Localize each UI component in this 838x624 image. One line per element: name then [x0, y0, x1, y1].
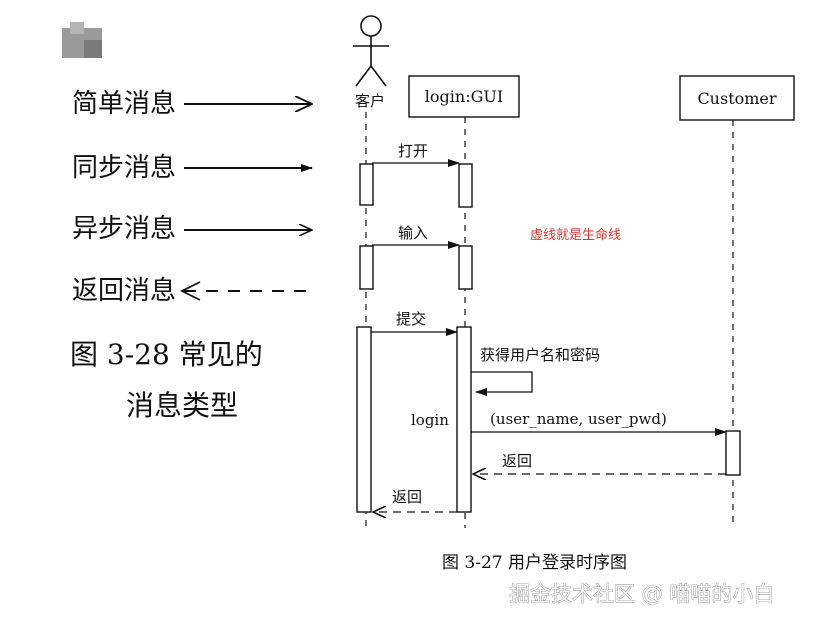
- customer-object-label: Customer: [697, 89, 776, 108]
- actor-label: 客户: [355, 92, 385, 110]
- message-return-customer-label: 返回: [502, 452, 532, 470]
- message-type-legend: 简单消息 同步消息 异步消息 返回消息 图 3-28 常见的 消息类型: [70, 89, 313, 422]
- message-get-credentials-label: 获得用户名和密码: [480, 346, 600, 364]
- legend-figure-subtitle: 消息类型: [126, 389, 238, 422]
- message-login-label: login: [411, 411, 449, 429]
- blurred-mark-icon: [62, 22, 102, 58]
- actor-activation-3: [356, 326, 372, 513]
- gui-object-box: [408, 75, 520, 118]
- message-self-call-arrow: [471, 371, 533, 396]
- actor-activation-1: [359, 163, 374, 206]
- gui-activation-2: [458, 245, 473, 290]
- watermark-text: 掘金技术社区 @ 喵喵的小白: [509, 582, 774, 606]
- message-submit-label: 提交: [396, 310, 426, 328]
- gui-activation-1: [458, 163, 473, 208]
- legend-return-label: 返回消息: [72, 276, 176, 306]
- diagram-caption: 图 3-27 用户登录时序图: [442, 553, 627, 573]
- legend-sync-label: 同步消息: [72, 153, 176, 183]
- lifeline-annotation: 虚线就是生命线: [530, 227, 621, 243]
- legend-simple-label: 简单消息: [72, 89, 176, 119]
- message-return-actor-label: 返回: [392, 488, 422, 506]
- customer-activation: [725, 430, 741, 476]
- actor-customer-figure-icon: [353, 15, 389, 87]
- message-open-label: 打开: [398, 142, 428, 160]
- legend-return-arrowhead: [179, 281, 201, 301]
- legend-figure-title: 图 3-28 常见的: [70, 338, 263, 371]
- customer-object-box: [679, 75, 795, 121]
- legend-async-label: 异步消息: [72, 214, 176, 244]
- message-input-label: 输入: [398, 224, 428, 242]
- gui-activation-3: [456, 326, 472, 513]
- actor-activation-2: [359, 245, 374, 290]
- message-login-params-label: (user_name, user_pwd): [490, 410, 667, 428]
- gui-object-label: login:GUI: [425, 87, 503, 106]
